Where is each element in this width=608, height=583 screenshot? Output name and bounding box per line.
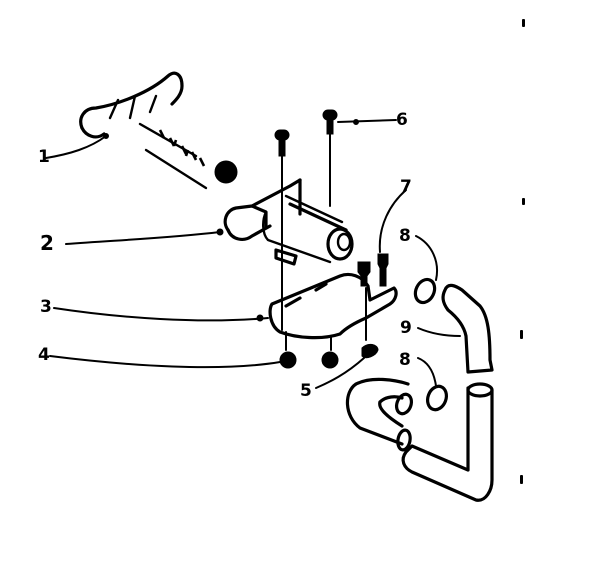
part-8-clamps — [413, 235, 449, 412]
margin-mark — [520, 475, 523, 484]
callout-label-6: 6 — [396, 110, 408, 130]
callout-label-5: 5 — [300, 381, 312, 401]
callout-label-2: 2 — [40, 231, 54, 255]
margin-mark — [522, 19, 525, 27]
margin-mark — [520, 330, 523, 339]
callout-label-1: 1 — [38, 147, 50, 167]
callout-label-3: 3 — [40, 297, 52, 317]
callout-label-4: 4 — [38, 345, 50, 365]
part-9-hose — [345, 283, 494, 502]
callout-label-8a: 8 — [399, 226, 411, 246]
part-7-screw — [357, 189, 407, 341]
margin-mark — [522, 198, 525, 205]
callout-label-8b: 8 — [399, 350, 411, 370]
part-3-bracket — [53, 272, 398, 340]
part-4-grommets — [49, 331, 339, 369]
part-5-nut — [315, 343, 379, 389]
part-1-brush — [45, 71, 238, 190]
callout-label-9: 9 — [400, 318, 412, 338]
part-2-housing — [65, 178, 354, 266]
callout-label-7: 7 — [400, 177, 412, 197]
